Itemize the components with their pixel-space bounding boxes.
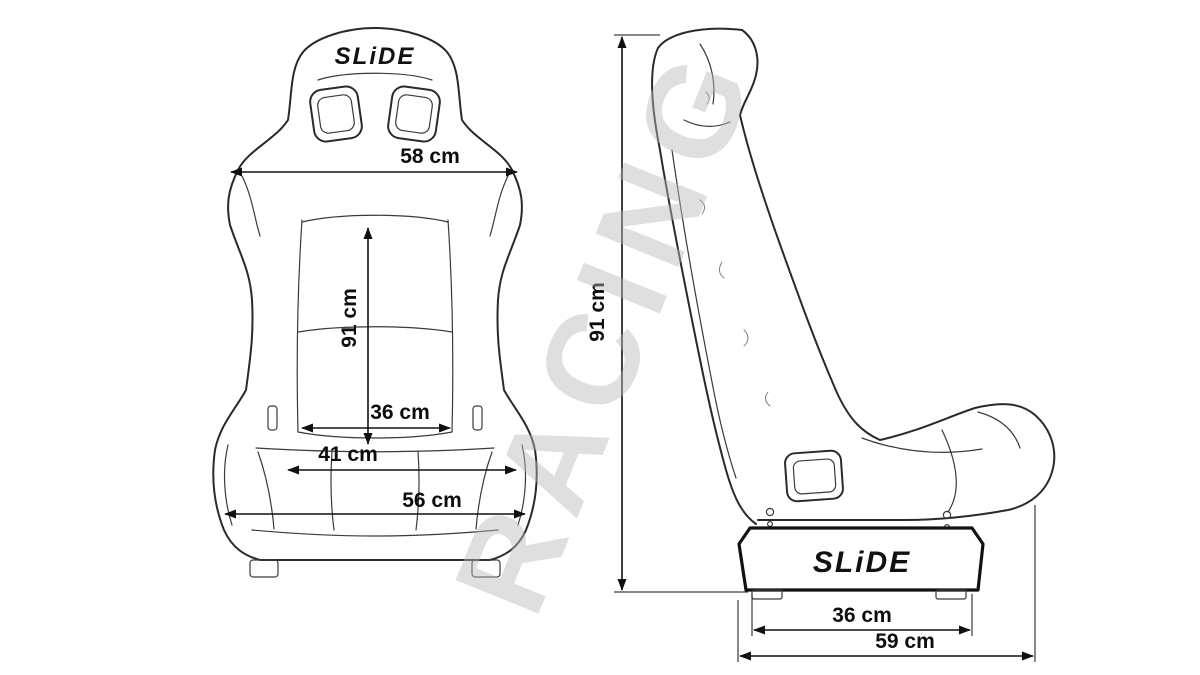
side-total-height-label: 91 cm bbox=[586, 282, 609, 342]
front-base-width-dimension: 56 cm bbox=[224, 489, 526, 519]
side-seat-front-outline bbox=[739, 29, 1056, 521]
front-seat-mid-width-label: 41 cm bbox=[318, 443, 378, 466]
side-seat-back-outline bbox=[651, 27, 757, 525]
left-harness-hole bbox=[309, 85, 363, 143]
front-brand-logo: SLiDE bbox=[335, 43, 416, 70]
side-total-depth-label: 59 cm bbox=[875, 630, 935, 653]
front-seat-inner-width-label: 36 cm bbox=[370, 401, 430, 424]
side-cushion-seam bbox=[861, 437, 983, 453]
front-shoulder-width-label: 58 cm bbox=[400, 145, 460, 168]
side-view-drawing: SLiDE 91 cm 36 cm 59 cm bbox=[586, 27, 1056, 662]
right-harness-hole bbox=[387, 85, 441, 143]
side-brand-logo: SLiDE bbox=[813, 546, 911, 579]
front-view-drawing: SLiDE 58 cm 91 cm 36 cm 41 cm 56 cm bbox=[212, 27, 538, 578]
front-backrest-height-dimension: 91 cm bbox=[338, 227, 373, 445]
front-left-foot bbox=[249, 559, 279, 578]
front-seat-mid-width-dimension: 41 cm bbox=[287, 443, 517, 475]
side-back-seam bbox=[671, 149, 737, 479]
side-mount-width-dimension: 36 cm bbox=[751, 594, 973, 636]
backrest-panel-seams bbox=[296, 214, 454, 439]
side-harness-hole bbox=[784, 449, 844, 503]
right-shoulder-contour bbox=[489, 175, 509, 237]
headrest-seam bbox=[317, 72, 433, 81]
side-texture-sketch bbox=[699, 91, 771, 407]
right-side-detail bbox=[472, 405, 483, 431]
seat-cushion-seams bbox=[251, 447, 499, 537]
watermark-text: RACING bbox=[426, 24, 785, 632]
side-total-height-dimension: 91 cm bbox=[586, 34, 748, 593]
side-headrest-seam bbox=[699, 43, 715, 105]
front-backrest-height-label: 91 cm bbox=[338, 288, 361, 348]
side-total-depth-dimension: 59 cm bbox=[737, 505, 1036, 662]
side-mount-width-label: 36 cm bbox=[832, 604, 892, 627]
left-side-detail bbox=[267, 405, 278, 431]
side-base-bracket bbox=[737, 526, 985, 592]
front-seat-inner-width-dimension: 36 cm bbox=[301, 401, 451, 433]
side-front-foot bbox=[935, 589, 967, 600]
front-base-width-label: 56 cm bbox=[402, 489, 462, 512]
left-hip-contour bbox=[223, 444, 233, 526]
side-neck-seam bbox=[683, 119, 731, 127]
left-shoulder-contour bbox=[241, 175, 261, 237]
side-knee-seam bbox=[977, 411, 1021, 449]
side-front-pad-seam bbox=[941, 429, 957, 513]
front-right-foot bbox=[471, 559, 501, 578]
front-shoulder-width-dimension: 58 cm bbox=[230, 145, 518, 177]
